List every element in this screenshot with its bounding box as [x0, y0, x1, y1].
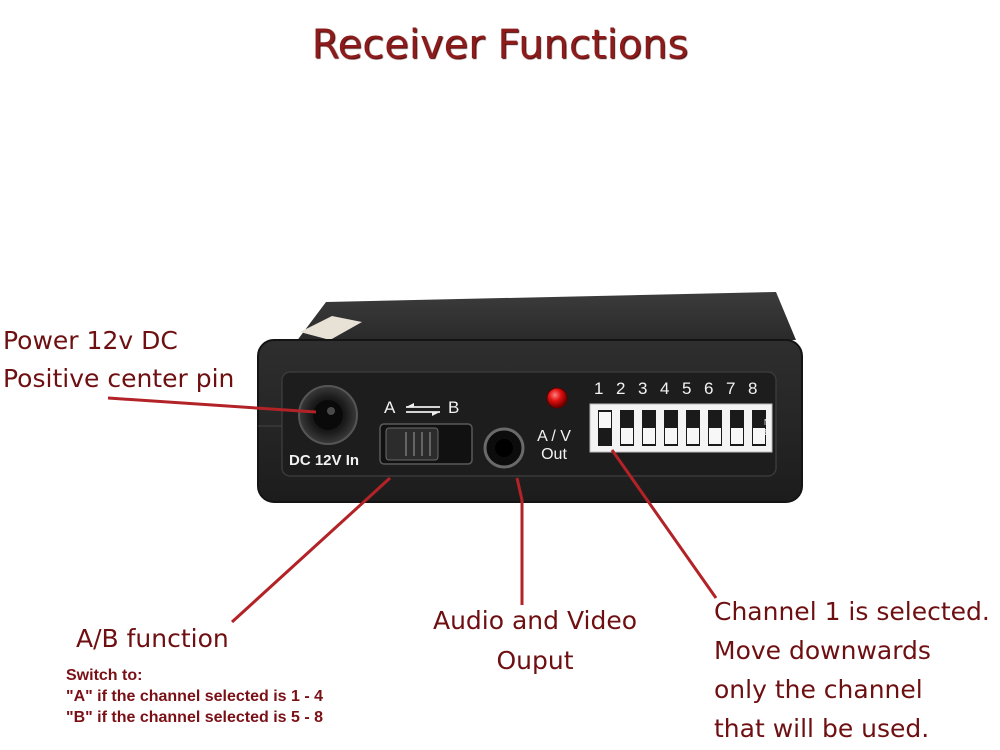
ab-slide-switch[interactable]: [379, 423, 473, 465]
dc-label: DC 12V In: [289, 452, 360, 469]
dip-lever-8[interactable]: [753, 428, 765, 444]
channel-line2: Move downwards: [714, 636, 931, 665]
av-label: A / V Out: [532, 428, 576, 464]
device-top: [290, 292, 796, 350]
ab-label: A/B function: [76, 624, 229, 653]
dc-jack: [298, 385, 358, 445]
power-label-line2: Positive center pin: [3, 364, 235, 393]
channel-line1: Channel 1 is selected.: [714, 597, 990, 626]
dip-number-3: 3: [638, 379, 648, 398]
ab-switch-to: Switch to:: [66, 667, 143, 684]
switch-b-label: B: [448, 398, 460, 417]
dip-number-1: 1: [594, 379, 604, 398]
channel-pointer: [610, 449, 718, 599]
status-led: [546, 387, 568, 409]
dip-lever-6[interactable]: [709, 428, 721, 444]
dip-lever-7[interactable]: [731, 428, 743, 444]
dip-number-6: 6: [704, 379, 714, 398]
page-title: Receiver Functions: [311, 22, 689, 68]
dip-lever-4[interactable]: [665, 428, 677, 444]
pointer-lines: [107, 396, 718, 624]
power-label: Power 12v DC Positive center pin: [3, 322, 234, 398]
dip-number-8: 8: [748, 379, 758, 398]
dip-switch[interactable]: [589, 403, 773, 453]
dip-number-4: 4: [660, 379, 670, 398]
ab-note-b: "B" if the channel selected is 5 - 8: [66, 709, 324, 726]
power-label-line1: Power 12v DC: [3, 326, 178, 355]
ab-notes: Switch to: "A" if the channel selected i…: [66, 665, 323, 728]
av-output-label: Audio and Video Ouput: [420, 601, 650, 681]
av-label-line1: A / V: [537, 428, 571, 445]
dip-lever-2[interactable]: [621, 428, 633, 444]
dip-side-labels: N E: [764, 418, 770, 438]
dip-lever-3[interactable]: [643, 428, 655, 444]
channel-line3: only the channel: [714, 675, 923, 704]
av-pointer: [515, 477, 524, 605]
dip-lever-1[interactable]: [599, 412, 611, 428]
av-output-line1: Audio and Video: [432, 606, 638, 635]
switch-a-label: A: [384, 398, 396, 417]
av-label-line2: Out: [541, 446, 567, 463]
ab-pointer: [230, 476, 392, 624]
dip-number-7: 7: [726, 379, 736, 398]
ab-note-a: "A" if the channel selected is 1 - 4: [66, 688, 324, 705]
channel-line4: that will be used.: [714, 714, 930, 743]
ab-arrows-icon: [406, 403, 440, 416]
av-output-line2: Ouput: [496, 646, 574, 675]
dip-side-n: N: [764, 418, 770, 427]
av-jack: [483, 427, 525, 469]
dip-number-2: 2: [616, 379, 626, 398]
dip-number-5: 5: [682, 379, 692, 398]
dip-lever-5[interactable]: [687, 428, 699, 444]
power-pointer: [107, 396, 317, 414]
dip-side-e: E: [764, 428, 770, 437]
channel-label: Channel 1 is selected. Move downwards on…: [714, 592, 990, 748]
